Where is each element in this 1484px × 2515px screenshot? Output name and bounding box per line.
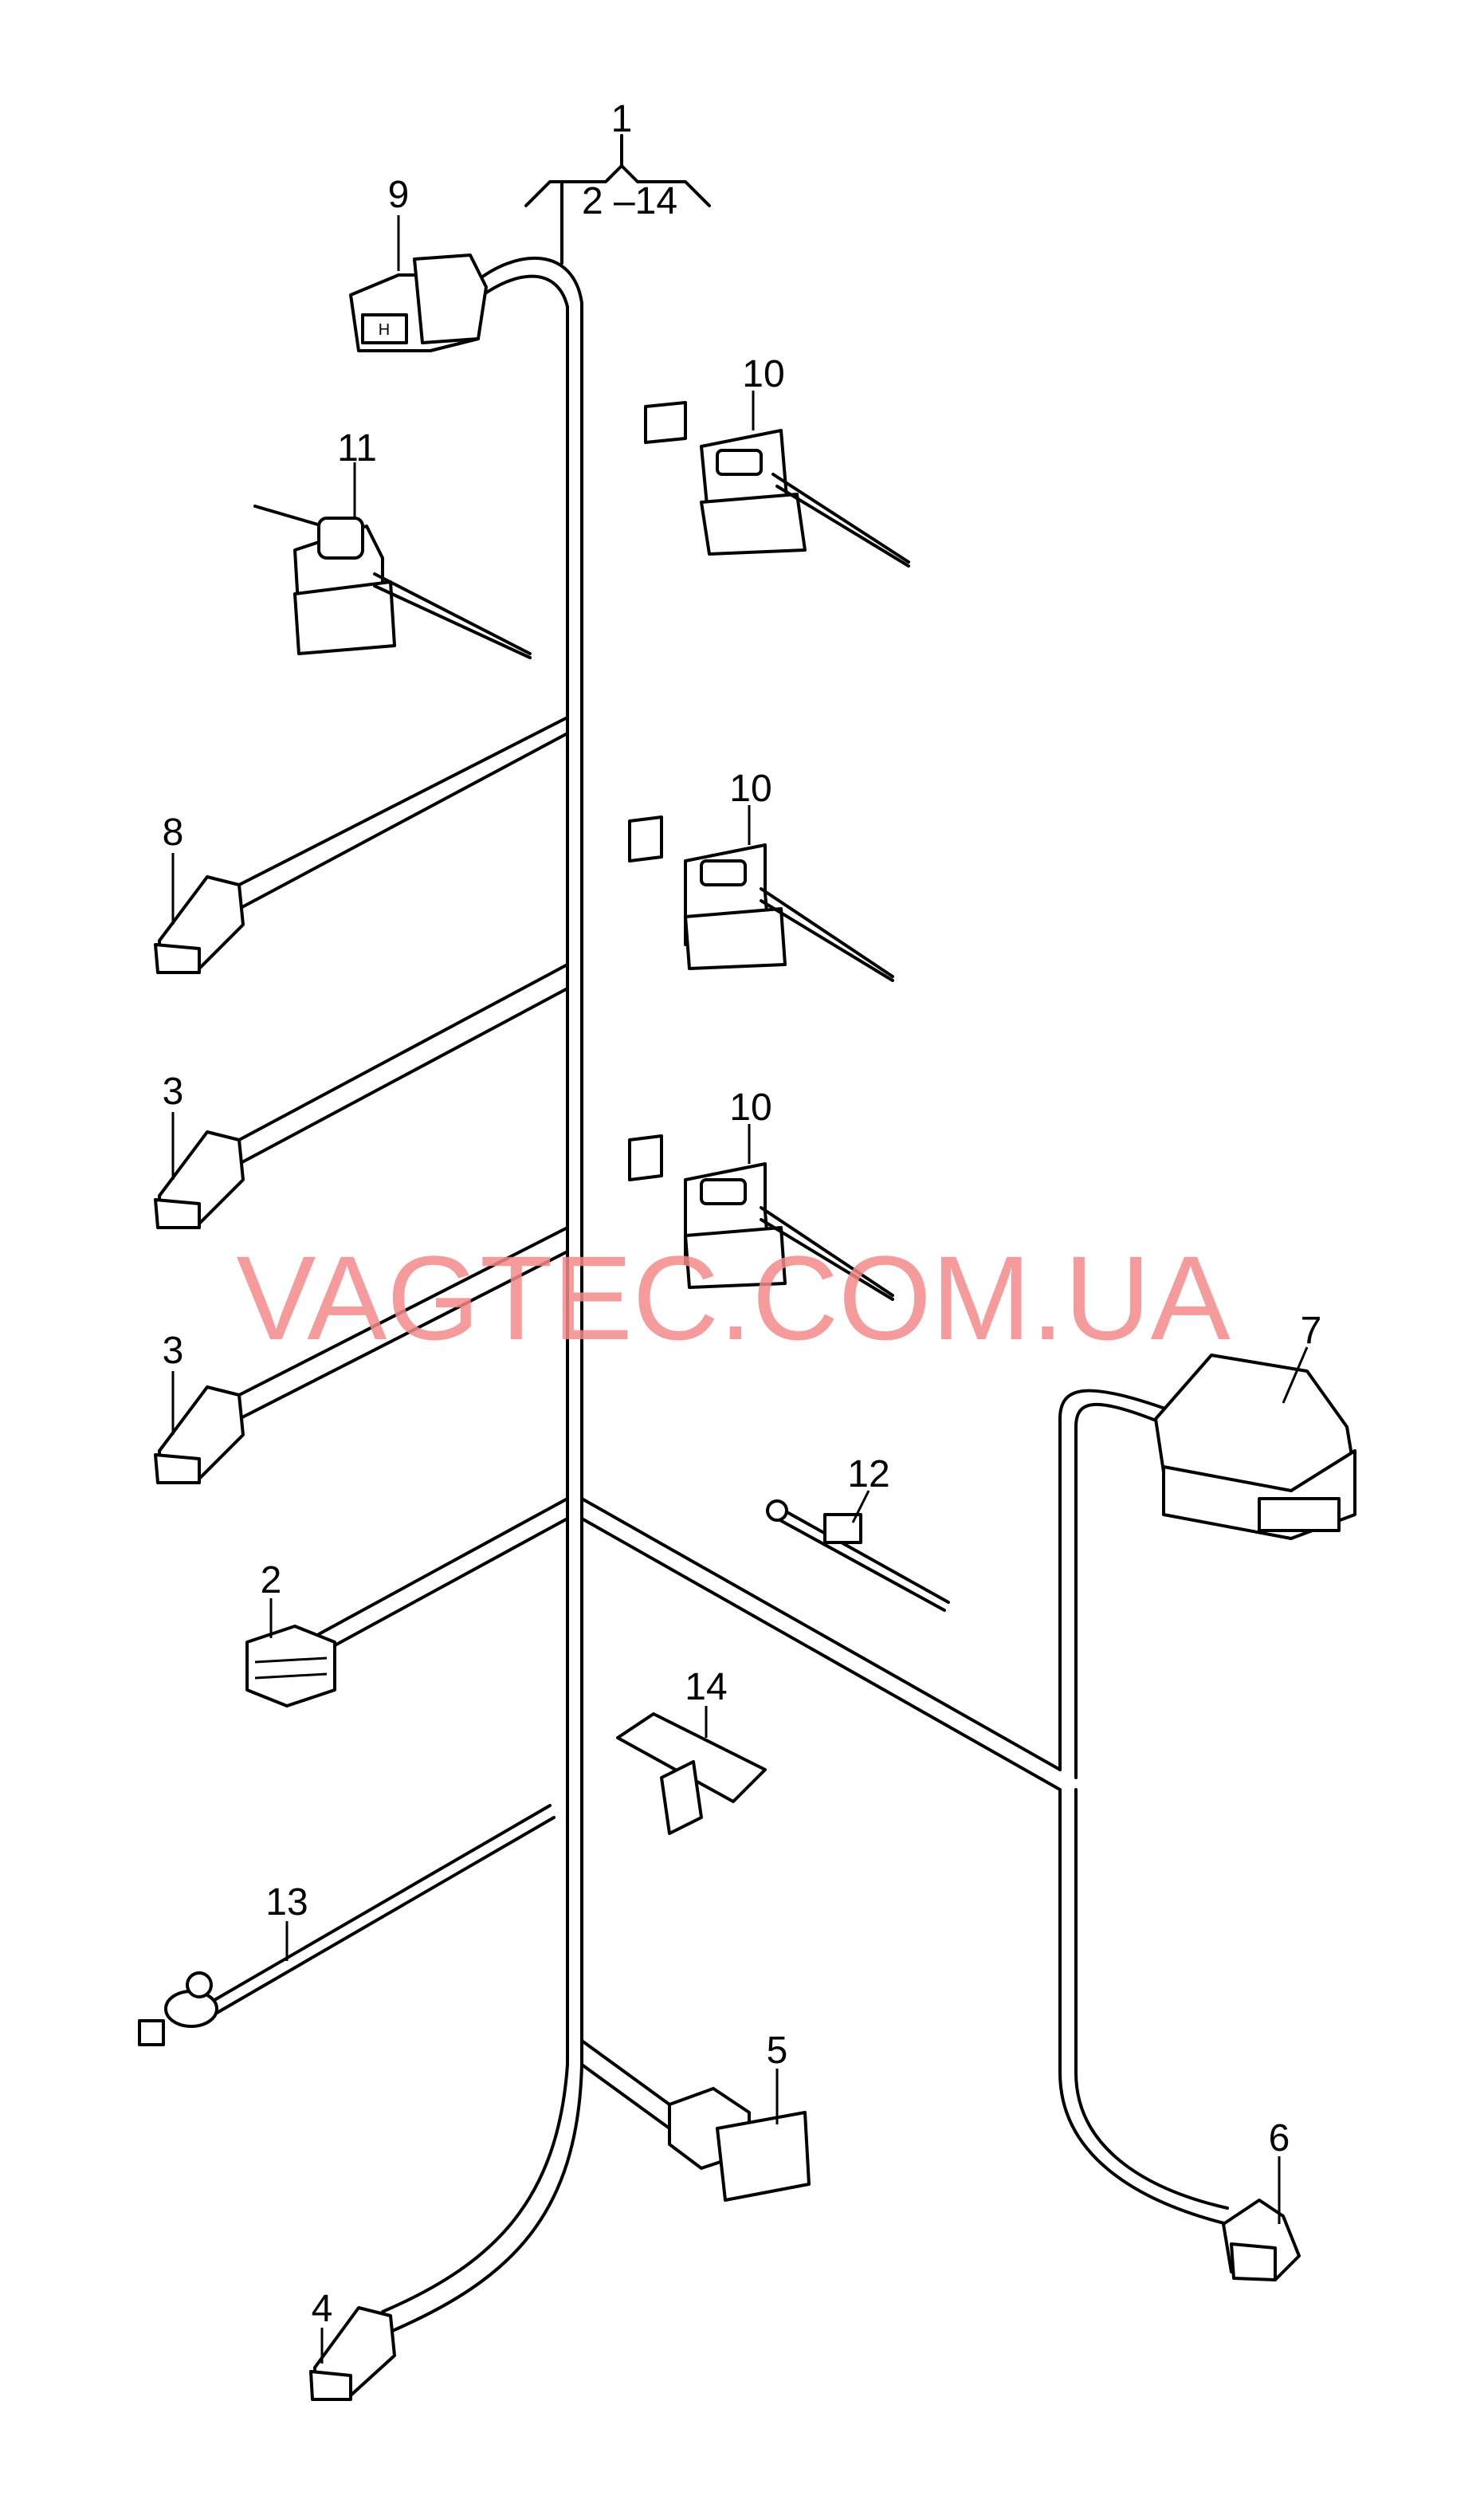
- label-5: 5: [767, 2030, 788, 2072]
- branch-2-top: [317, 1497, 569, 1636]
- label-6: 6: [1269, 2117, 1290, 2159]
- label-11: 11: [337, 427, 377, 470]
- label-7: 7: [1301, 1310, 1322, 1352]
- branch-5-bottom: [580, 2063, 671, 2130]
- label-10c: 10: [729, 1087, 771, 1129]
- label-10b: 10: [729, 768, 771, 810]
- branch-right-bottom: [580, 1517, 1062, 1791]
- label-2: 2: [261, 1559, 282, 1601]
- part-10c-cable-tie-holder[interactable]: [628, 1134, 894, 1301]
- part-13-cable-tie-with-clip[interactable]: [138, 1804, 556, 2046]
- trunk-outer: [473, 256, 583, 719]
- label-3b: 3: [163, 1330, 184, 1372]
- label-4: 4: [312, 2288, 333, 2330]
- label-8: 8: [163, 811, 184, 854]
- part-2-multi-pin-connector[interactable]: [245, 1625, 336, 1707]
- branch-8-top: [238, 716, 569, 886]
- label-10a: 10: [742, 353, 784, 395]
- branch-2-bottom: [317, 1517, 569, 1656]
- trunk-inner: [473, 274, 569, 719]
- branch-right-top: [580, 1497, 1062, 1771]
- part-14-retaining-clip[interactable]: [616, 1712, 767, 1835]
- label-12: 12: [847, 1453, 889, 1495]
- part-11-cable-tie-holder[interactable]: [253, 505, 532, 659]
- loop-4-inner: [389, 2063, 583, 2333]
- branch-3b-bottom: [238, 1250, 569, 1421]
- label-range: 2 –14: [582, 180, 677, 222]
- label-14: 14: [685, 1666, 727, 1708]
- part-10b-cable-tie-holder[interactable]: [628, 815, 894, 982]
- part-12-cable-tie[interactable]: [766, 1499, 950, 1612]
- branch-8-bottom: [238, 732, 569, 910]
- wiring-harness: [238, 134, 1229, 2333]
- label-9: 9: [388, 174, 410, 216]
- branch-5-top: [580, 2039, 671, 2106]
- part-10a-cable-tie-holder[interactable]: [644, 401, 910, 568]
- loop-4-outer: [381, 2063, 569, 2313]
- svg-text:H: H: [379, 321, 390, 339]
- leader-lines: [171, 215, 1309, 2364]
- part-9-socket-housing[interactable]: H: [349, 253, 488, 352]
- watermark: VAGTEC.COM.UA: [236, 1231, 1230, 1365]
- branch-3b-top: [238, 1226, 569, 1397]
- branch-3a-top: [238, 963, 569, 1142]
- part-5-flat-connector[interactable]: [668, 2087, 811, 2202]
- branch-3a-bottom: [238, 987, 569, 1165]
- loop-6-outer: [1058, 1788, 1229, 2226]
- part-4-plug-connector[interactable]: [309, 2306, 396, 2401]
- part-6-plug-connector[interactable]: [1222, 2199, 1301, 2281]
- loop-7-outer: [1058, 1389, 1173, 1771]
- label-1: 1: [611, 98, 633, 140]
- label-13: 13: [265, 1881, 308, 1924]
- part-8-plug-connector[interactable]: [154, 875, 245, 974]
- part-3b-plug-connector[interactable]: [154, 1385, 245, 1484]
- loop-7-inner: [1074, 1402, 1173, 1779]
- part-7-large-connector-housing[interactable]: [1154, 1354, 1356, 1540]
- part-labels: 1 2 –14 9 10 11 10 8 3 10 7 3 12 2 14 13…: [163, 98, 1322, 2330]
- label-3a: 3: [163, 1071, 184, 1113]
- loop-6-inner: [1074, 1788, 1229, 2210]
- part-3a-plug-connector[interactable]: [154, 1130, 245, 1229]
